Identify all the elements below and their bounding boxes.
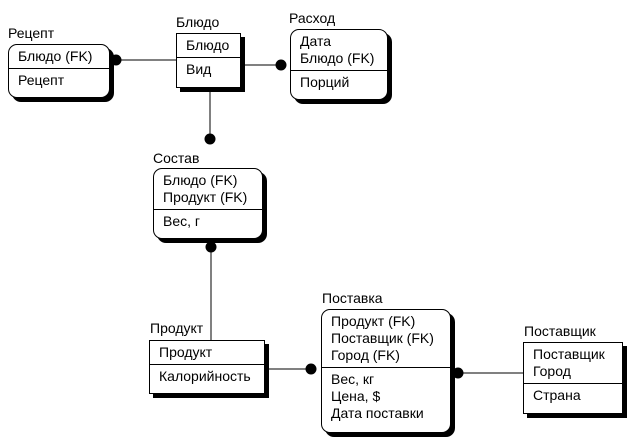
postavshik-key-section: Поставщик Город <box>524 343 622 384</box>
postavshik-key-1: Поставщик <box>533 346 605 362</box>
recept-key-section: Блюдо (FK) <box>9 45 109 69</box>
entity-title-produkt: Продукт <box>150 320 204 336</box>
sostav-attr-section: Вес, г <box>154 210 262 233</box>
rel-bludo-rashod-dot <box>275 59 287 71</box>
postavka-key-2: Поставщик (FK) <box>331 330 434 346</box>
rashod-attr-section: Порций <box>291 71 387 94</box>
postavka-key-1: Продукт (FK) <box>331 313 416 329</box>
entity-rashod[interactable]: Дата Блюдо (FK) Порций <box>290 29 388 100</box>
bludo-attr-1: Вид <box>186 61 212 77</box>
produkt-attr-1: Калорийность <box>159 368 251 384</box>
bludo-key-section: Блюдо <box>177 34 240 58</box>
entity-produkt[interactable]: Продукт Калорийность <box>149 340 265 394</box>
postavka-key-3: Город (FK) <box>331 347 400 363</box>
produkt-key-section: Продукт <box>150 341 264 365</box>
produkt-attr-section: Калорийность <box>150 365 264 388</box>
postavshik-attr-section: Страна <box>524 384 622 407</box>
entity-recept[interactable]: Блюдо (FK) Рецепт <box>8 44 110 98</box>
entity-sostav[interactable]: Блюдо (FK) Продукт (FK) Вес, г <box>153 168 263 239</box>
entity-postavshik[interactable]: Поставщик Город Страна <box>523 342 623 414</box>
rel-produkt-sostav-dot <box>205 241 217 253</box>
postavka-attr-3: Дата поставки <box>331 405 424 421</box>
recept-key-1: Блюдо (FK) <box>18 48 93 64</box>
postavka-attr-1: Вес, кг <box>331 371 375 387</box>
produkt-key-1: Продукт <box>159 344 213 360</box>
postavka-attr-2: Цена, $ <box>331 388 381 404</box>
sostav-key-section: Блюдо (FK) Продукт (FK) <box>154 169 262 210</box>
sostav-attr-1: Вес, г <box>163 213 201 229</box>
rashod-key-section: Дата Блюдо (FK) <box>291 30 387 71</box>
bludo-key-1: Блюдо <box>186 37 230 53</box>
entity-title-rashod: Расход <box>289 10 336 26</box>
postavka-key-section: Продукт (FK) Поставщик (FK) Город (FK) <box>322 310 450 368</box>
entity-title-bludo: Блюдо <box>176 14 220 30</box>
postavshik-attr-1: Страна <box>533 387 581 403</box>
entity-bludo[interactable]: Блюдо Вид <box>176 33 241 88</box>
rashod-key-2: Блюдо (FK) <box>300 50 375 66</box>
entity-title-recept: Рецепт <box>8 25 55 41</box>
recept-attr-section: Рецепт <box>9 69 109 92</box>
entity-title-postavka: Поставка <box>322 290 383 306</box>
sostav-key-2: Продукт (FK) <box>163 189 248 205</box>
entity-postavka[interactable]: Продукт (FK) Поставщик (FK) Город (FK) В… <box>321 309 451 433</box>
postavshik-key-2: Город <box>533 363 571 379</box>
postavka-attr-section: Вес, кг Цена, $ Дата поставки <box>322 368 450 425</box>
recept-attr-1: Рецепт <box>18 72 65 88</box>
rel-produkt-postavka-dot <box>305 363 317 375</box>
rel-bludo-sostav-dot <box>204 133 216 145</box>
sostav-key-1: Блюдо (FK) <box>163 172 238 188</box>
entity-title-postavshik: Поставщик <box>524 323 596 339</box>
rashod-attr-1: Порций <box>300 74 350 90</box>
rashod-key-1: Дата <box>300 33 332 49</box>
entity-title-sostav: Состав <box>153 150 200 166</box>
bludo-attr-section: Вид <box>177 58 240 81</box>
